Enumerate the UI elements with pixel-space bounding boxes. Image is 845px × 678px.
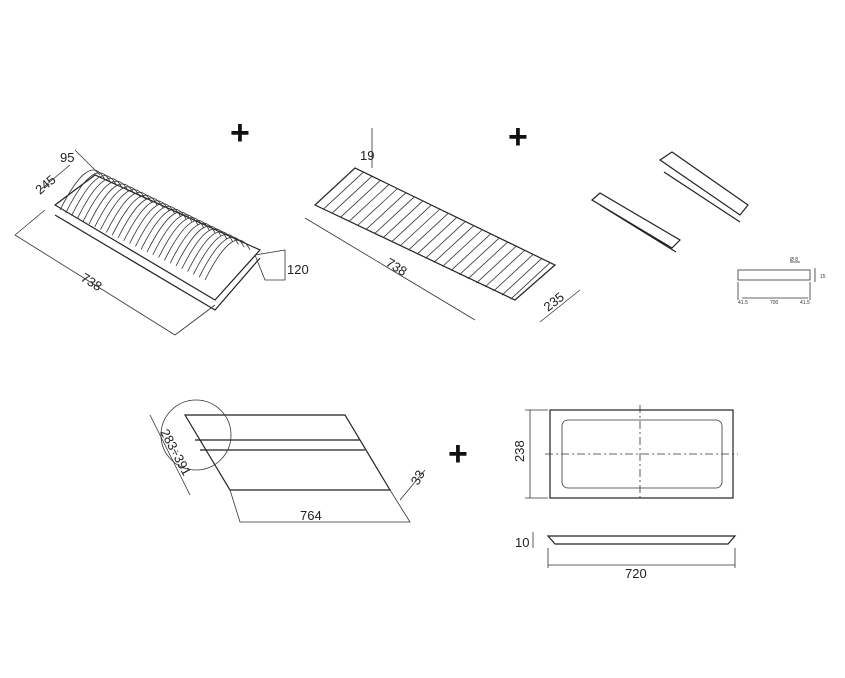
rack-rod — [374, 196, 415, 234]
plate-wire — [175, 225, 222, 267]
plate-wire — [152, 214, 199, 255]
plate-wire — [129, 203, 175, 244]
cup-rack-drawing: 19 738 235 — [304, 128, 581, 323]
rack-rod — [433, 225, 475, 263]
rack-rod — [459, 237, 500, 275]
dim-holder: 120 — [287, 262, 309, 277]
dim-depth: 235 — [541, 289, 567, 314]
plus-sign: + — [448, 435, 468, 473]
plate-wire — [158, 217, 204, 258]
plate-wire — [164, 220, 210, 261]
dim-left: 41.5 — [738, 300, 748, 306]
dim-depth-range: 283÷391 — [157, 426, 194, 478]
rack-rod — [408, 212, 449, 251]
rack-rod — [365, 192, 407, 230]
plus-sign: + — [230, 114, 250, 152]
rack-rod — [467, 241, 509, 280]
plate-wire — [59, 169, 106, 211]
rack-rod — [501, 257, 543, 296]
plate-wire — [82, 180, 129, 222]
rack-rod — [476, 245, 517, 284]
brackets-drawing: Ø 8 41.5 700 41.5 15 — [590, 151, 826, 306]
rack-rod — [510, 262, 551, 300]
plate-wire — [187, 231, 233, 272]
dim-length: 764 — [300, 508, 322, 523]
plate-wire — [146, 211, 193, 253]
dim-height: 19 — [360, 148, 374, 163]
rack-rod — [416, 216, 458, 255]
rack-rod — [357, 188, 398, 226]
dim-mid: 700 — [770, 300, 779, 306]
rack-rod — [391, 204, 432, 243]
plate-wire — [111, 194, 158, 236]
dim-right: 41.5 — [800, 300, 810, 306]
plate-wire — [169, 222, 216, 264]
plate-wire — [198, 236, 245, 278]
tray-drawing: 238 10 720 — [512, 405, 738, 581]
plate-wire — [123, 200, 170, 241]
dim-length: 738 — [383, 255, 409, 279]
rack-rod — [323, 171, 364, 210]
rack-rod — [493, 253, 534, 292]
dim-length: 738 — [78, 270, 104, 294]
plate-wire — [65, 172, 112, 213]
rack-rod — [442, 229, 483, 267]
plate-wire — [181, 228, 228, 269]
plate-wire — [135, 206, 181, 247]
frame-drawing: 283÷391 764 33 — [149, 399, 428, 523]
plate-wire — [71, 175, 117, 216]
dim-top: Ø 8 — [790, 257, 798, 263]
rack-rod — [450, 233, 492, 271]
rack-rod — [348, 184, 390, 222]
plus-sign: + — [508, 118, 528, 156]
rack-rod — [331, 175, 373, 214]
plate-rack-drawing: 95 245 738 120 — [14, 149, 309, 336]
dim-length: 720 — [625, 566, 647, 581]
dim-depth: 245 — [32, 172, 58, 197]
rack-rod — [484, 249, 526, 288]
plate-wire — [106, 192, 152, 233]
plate-wire — [204, 239, 251, 281]
rack-rod — [399, 208, 441, 247]
dim-height: 95 — [60, 150, 74, 165]
plate-wire — [193, 234, 239, 275]
plate-wire — [100, 189, 146, 230]
plate-wire — [140, 208, 187, 250]
dim-height: 10 — [515, 535, 529, 550]
plate-wire — [77, 178, 123, 219]
rack-rod — [314, 167, 356, 206]
plate-wire — [88, 183, 135, 225]
plate-wire — [117, 197, 164, 239]
rack-rod — [425, 221, 466, 259]
dim-width: 238 — [512, 440, 527, 462]
dim-side: 15 — [820, 274, 826, 280]
dim-height: 33 — [408, 467, 428, 487]
plate-wire — [94, 186, 141, 227]
rack-rod — [382, 200, 424, 239]
rack-rod — [340, 180, 381, 218]
